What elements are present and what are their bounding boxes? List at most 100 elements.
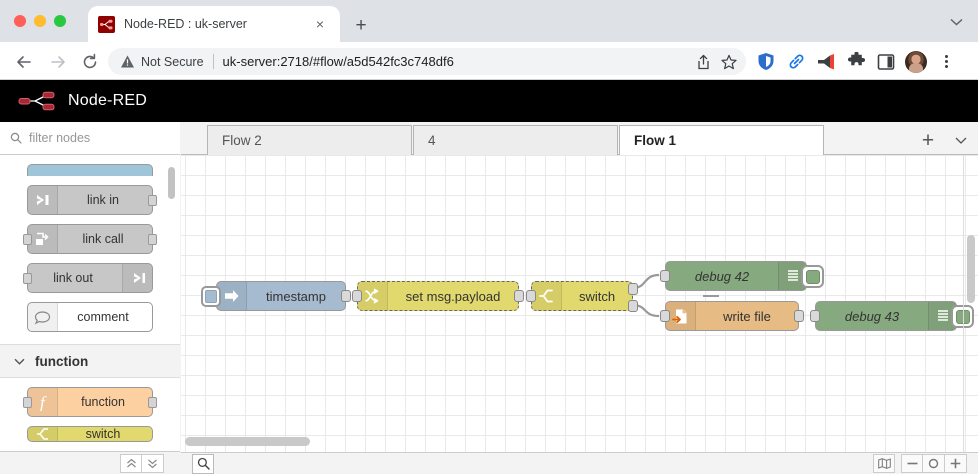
- palette-node-label: function: [81, 395, 125, 409]
- output-port[interactable]: [341, 290, 351, 302]
- flow-tab-label: 4: [428, 133, 436, 148]
- share-icon[interactable]: [690, 49, 716, 75]
- extensions-area: [752, 48, 960, 75]
- address-bar[interactable]: Not Secure uk-server:2718/#flow/a5d542fc…: [108, 48, 746, 75]
- flow-node-timestamp[interactable]: timestamp: [201, 281, 351, 311]
- flow-node-set-msg-payload[interactable]: set msg.payload: [352, 281, 524, 311]
- flow-node-label: debug 43: [844, 308, 900, 324]
- flow-tab-4[interactable]: 4: [413, 125, 618, 155]
- change-icon: [358, 282, 388, 310]
- megaphone-extension-icon[interactable]: [812, 48, 840, 75]
- kebab-menu-icon[interactable]: [932, 48, 960, 75]
- browser-tab[interactable]: Node-RED : uk-server ×: [88, 6, 340, 42]
- palette-scrollbar[interactable]: [168, 160, 175, 448]
- puzzle-extensions-icon[interactable]: [842, 48, 870, 75]
- palette-node-comment[interactable]: comment: [27, 302, 153, 332]
- maximize-window-button[interactable]: [54, 15, 66, 27]
- flow-node-label: debug 42: [694, 268, 750, 284]
- switch-icon: [532, 282, 562, 310]
- new-tab-button[interactable]: +: [355, 14, 367, 36]
- flow-node-debug-43[interactable]: debug 43: [810, 301, 974, 331]
- debug-toggle-button[interactable]: [801, 265, 824, 288]
- reload-icon[interactable]: [78, 50, 102, 74]
- canvas-horizontal-scrollbar-thumb[interactable]: [185, 437, 310, 446]
- canvas-vertical-scrollbar[interactable]: [967, 235, 975, 303]
- input-port[interactable]: [660, 310, 670, 322]
- palette-node-link-call[interactable]: link call: [23, 224, 157, 254]
- brand-title: Node-RED: [68, 92, 147, 109]
- input-port[interactable]: [23, 234, 32, 245]
- output-port-1[interactable]: [628, 283, 638, 295]
- palette-node-list: link in link call link out: [0, 155, 180, 451]
- palette-node-partial[interactable]: [27, 164, 153, 176]
- palette-category-function[interactable]: function: [0, 344, 180, 378]
- side-panel-icon[interactable]: [872, 48, 900, 75]
- palette-node-label: switch: [85, 427, 121, 441]
- expand-all-button[interactable]: [142, 453, 164, 473]
- close-icon[interactable]: ×: [315, 16, 325, 32]
- flow-node-debug-42[interactable]: debug 42: [660, 261, 824, 291]
- zoom-in-button[interactable]: [945, 454, 967, 473]
- input-port[interactable]: [660, 270, 670, 282]
- zoom-reset-button[interactable]: [923, 454, 945, 473]
- flow-tab-flow-1[interactable]: Flow 1: [619, 125, 824, 155]
- chevron-down-icon: [14, 352, 25, 370]
- search-flows-button[interactable]: [192, 453, 214, 474]
- flow-tab-flow-2[interactable]: Flow 2: [207, 125, 412, 155]
- window-controls: [14, 15, 66, 27]
- chevron-down-icon[interactable]: [942, 8, 970, 36]
- search-input[interactable]: [29, 131, 159, 145]
- palette-node-link-out[interactable]: link out: [23, 263, 153, 293]
- omnibox-divider: [212, 54, 214, 69]
- output-port[interactable]: [148, 397, 157, 408]
- zoom-controls: [901, 454, 967, 473]
- footer-right-controls: [873, 454, 967, 473]
- switch-icon: [28, 427, 58, 441]
- link-call-icon: [28, 225, 58, 253]
- input-port[interactable]: [23, 397, 32, 408]
- svg-text:f: f: [40, 393, 47, 411]
- bookmark-star-icon[interactable]: [716, 49, 742, 75]
- forward-icon[interactable]: [46, 50, 70, 74]
- input-port[interactable]: [810, 310, 820, 322]
- close-window-button[interactable]: [14, 15, 26, 27]
- link-in-icon: [28, 186, 58, 214]
- add-flow-button[interactable]: +: [921, 128, 935, 152]
- output-port[interactable]: [514, 290, 524, 302]
- palette-node-link-in[interactable]: link in: [27, 185, 157, 215]
- flow-canvas[interactable]: timestamp set msg.payload switch: [181, 155, 978, 452]
- node-red-logo-icon: [18, 90, 58, 112]
- browser-tab-strip: Node-RED : uk-server × +: [0, 0, 978, 42]
- shield-extension-icon[interactable]: [752, 48, 780, 75]
- debug-toggle-button[interactable]: [951, 305, 974, 328]
- output-port[interactable]: [794, 310, 804, 322]
- palette-node-switch[interactable]: switch: [27, 426, 153, 442]
- avatar[interactable]: [902, 48, 930, 75]
- back-icon[interactable]: [12, 50, 36, 74]
- flow-node-label: timestamp: [266, 288, 326, 304]
- zoom-out-button[interactable]: [901, 454, 923, 473]
- palette-search[interactable]: [0, 122, 180, 155]
- navigator-map-icon[interactable]: [873, 454, 895, 473]
- link-extension-icon[interactable]: [782, 48, 810, 75]
- palette-node-function[interactable]: f function: [23, 387, 157, 417]
- output-port[interactable]: [148, 195, 157, 206]
- canvas-right-divider: [963, 155, 964, 452]
- input-port[interactable]: [352, 290, 362, 302]
- output-port-2[interactable]: [628, 300, 638, 312]
- security-status-label: Not Secure: [141, 54, 204, 69]
- input-port[interactable]: [23, 273, 32, 284]
- flow-tab-label: Flow 2: [222, 133, 262, 148]
- flow-node-write-file[interactable]: write file: [660, 301, 804, 331]
- browser-toolbar: Not Secure uk-server:2718/#flow/a5d542fc…: [0, 42, 978, 80]
- flow-node-switch[interactable]: switch: [526, 281, 638, 312]
- palette-scrollbar-thumb[interactable]: [168, 167, 175, 199]
- input-port[interactable]: [526, 290, 536, 302]
- minimize-window-button[interactable]: [34, 15, 46, 27]
- output-port[interactable]: [148, 234, 157, 245]
- inject-trigger-button[interactable]: [201, 286, 221, 307]
- collapse-all-button[interactable]: [120, 453, 142, 473]
- node-palette: link in link call link out: [0, 122, 180, 474]
- flow-tab-bar: Flow 2 4 Flow 1 +: [181, 122, 978, 155]
- flow-tabs-menu-button[interactable]: [947, 125, 975, 155]
